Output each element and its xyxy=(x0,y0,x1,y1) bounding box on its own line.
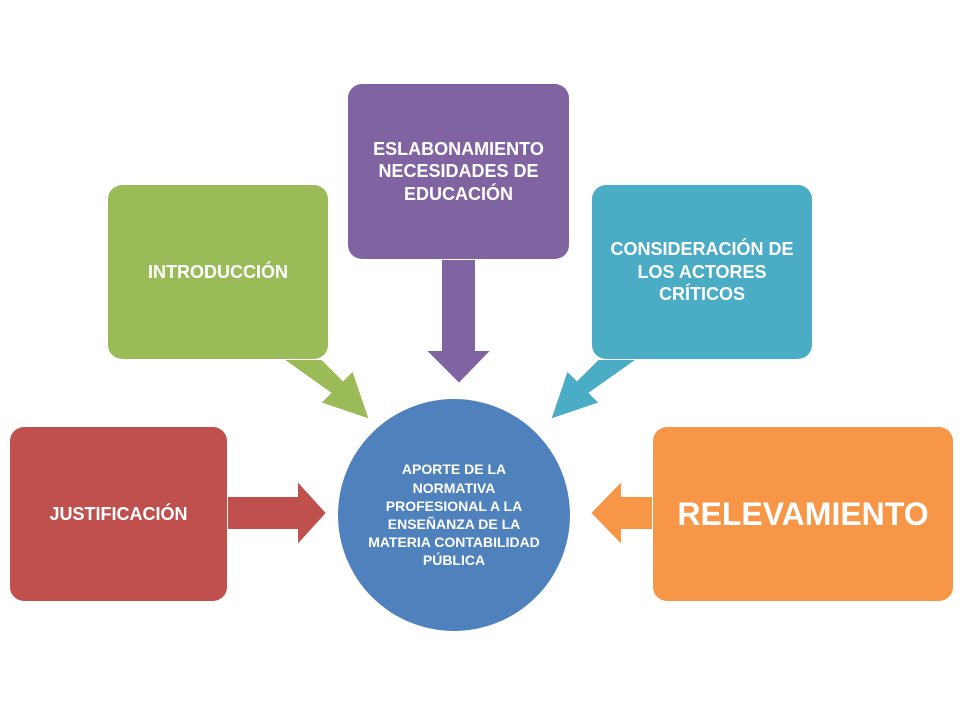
label-consideracion: CONSIDERACIÓN DE LOS ACTORES CRÍTICOS xyxy=(610,239,794,305)
arrow-consideracion xyxy=(548,358,642,422)
box-introduccion: INTRODUCCIÓN xyxy=(108,185,328,359)
box-relevamiento: RELEVAMIENTO xyxy=(653,427,953,601)
label-eslabonamiento: ESLABONAMIENTO NECESIDADES DE EDUCACIÓN xyxy=(373,138,544,204)
label-relevamiento: RELEVAMIENTO xyxy=(677,496,929,532)
box-justificacion: JUSTIFICACIÓN xyxy=(10,427,227,601)
arrow-justificacion xyxy=(226,477,329,549)
box-eslabonamiento: ESLABONAMIENTO NECESIDADES DE EDUCACIÓN xyxy=(348,84,569,259)
arrow-eslabonamiento xyxy=(422,258,495,386)
arrow-relevamiento xyxy=(588,477,654,549)
label-center: APORTE DE LA NORMATIVA PROFESIONAL A LA … xyxy=(368,461,540,569)
box-consideracion: CONSIDERACIÓN DE LOS ACTORES CRÍTICOS xyxy=(592,185,812,359)
arrow-introduccion xyxy=(278,358,372,422)
center-circle: APORTE DE LA NORMATIVA PROFESIONAL A LA … xyxy=(338,399,570,631)
label-introduccion: INTRODUCCIÓN xyxy=(148,261,288,282)
label-justificacion: JUSTIFICACIÓN xyxy=(49,503,188,524)
